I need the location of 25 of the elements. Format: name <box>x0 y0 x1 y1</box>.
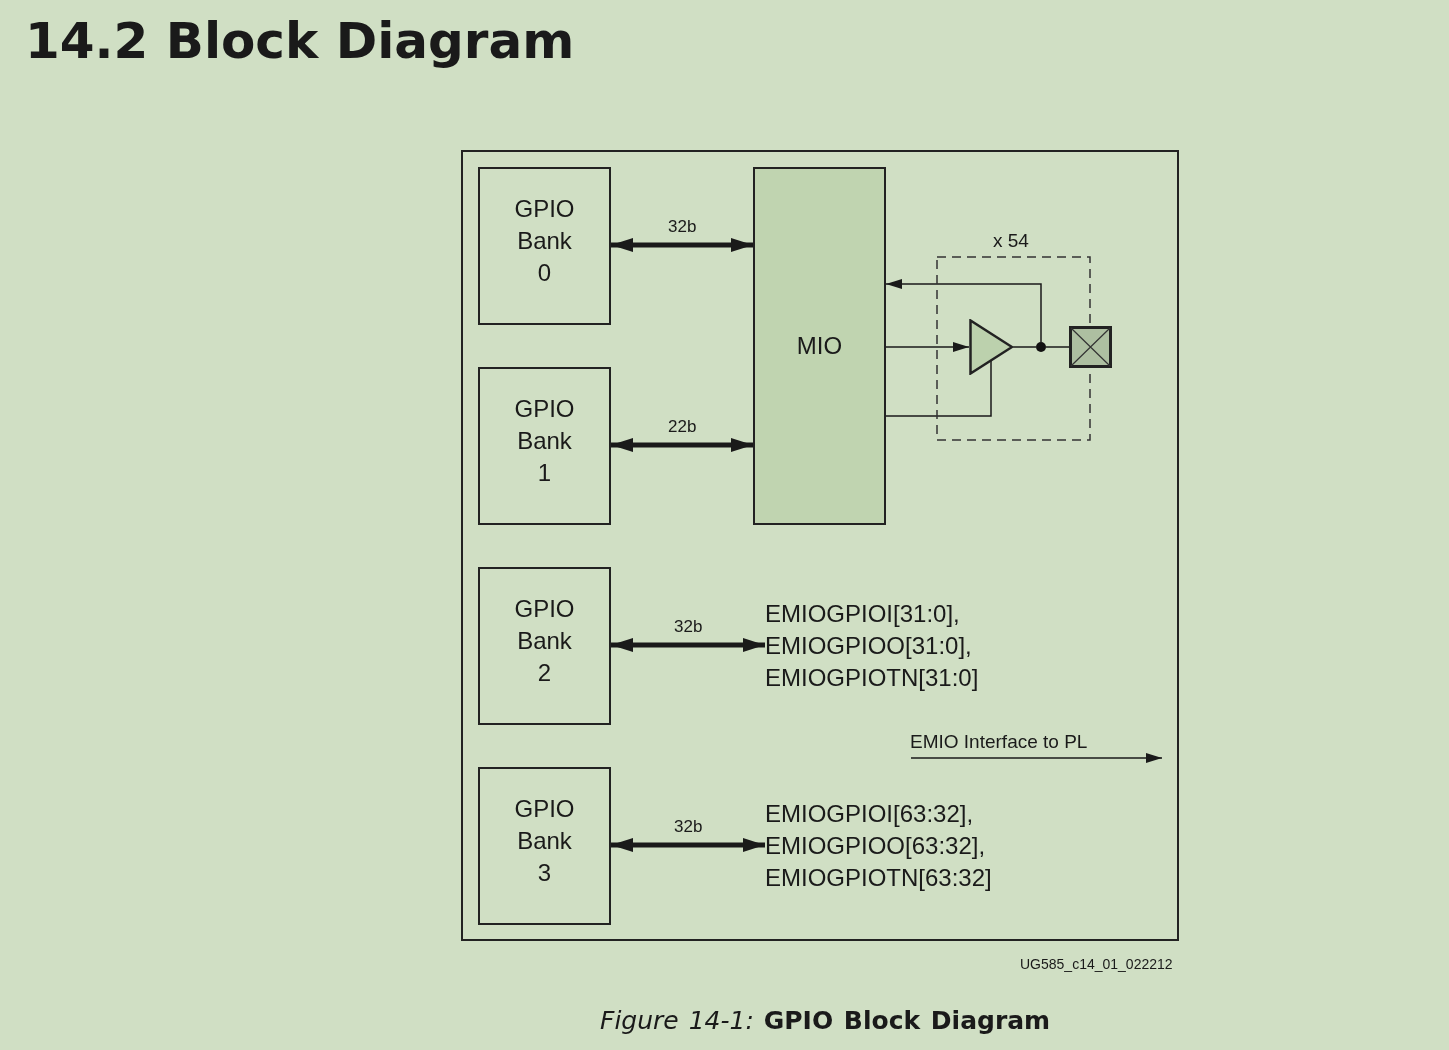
pad-symbol <box>1069 326 1112 368</box>
signal-names: EMIOGPIOI[31:0], EMIOGPIOO[31:0], EMIOGPIOTN[31:0] <box>765 596 1015 696</box>
signal-arrow <box>885 342 970 352</box>
page-heading: 14.2 Block Diagram <box>25 12 575 70</box>
repeat-count: x 54 <box>993 230 1029 252</box>
junction-dot <box>1036 342 1046 352</box>
interface-label: EMIO Interface to PL <box>910 731 1088 753</box>
bus-arrow <box>611 238 753 252</box>
signal-line <box>1045 346 1070 348</box>
bus-arrow <box>611 438 753 452</box>
bank-block: GPIO Bank 0 <box>478 167 611 325</box>
block-label: MIO <box>796 332 843 360</box>
signal-arrow <box>885 279 1042 343</box>
buffer-symbol <box>969 319 1013 375</box>
signal-line <box>1012 346 1037 348</box>
mio-block <box>753 167 886 525</box>
figure-caption: Figure 14-1: GPIO Block Diagram <box>600 1006 1051 1035</box>
bus-arrow <box>611 838 765 852</box>
signal-line <box>885 360 992 417</box>
bank-block: GPIO Bank 3 <box>478 767 611 925</box>
bus-arrow <box>611 638 765 652</box>
figure-code: UG585_c14_01_022212 <box>1020 956 1173 972</box>
signal-names: EMIOGPIOI[63:32], EMIOGPIOO[63:32], EMIOGPIOTN[63:32] <box>765 796 1027 896</box>
bank-block: GPIO Bank 2 <box>478 567 611 725</box>
bank-block: GPIO Bank 1 <box>478 367 611 525</box>
